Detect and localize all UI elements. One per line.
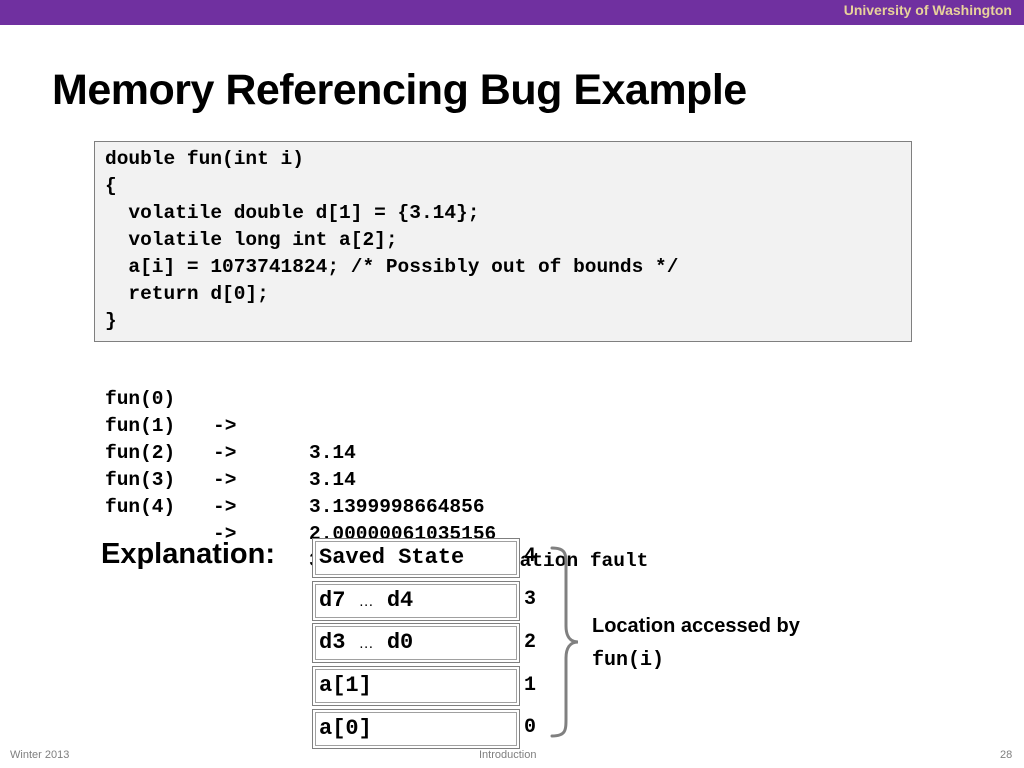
code-line: return d[0]; [105, 283, 269, 305]
memory-cell-label: Saved State [319, 545, 465, 570]
curly-brace-icon [550, 546, 579, 738]
output-arrow: -> [213, 496, 237, 518]
code-line: double fun(int i) [105, 148, 304, 170]
page-number: 28 [1000, 749, 1013, 761]
output-arrow: -> [213, 523, 237, 545]
memory-cell-d7-d4: d7 … d4 [312, 581, 520, 621]
output-arrow: -> [213, 469, 237, 491]
output-result: 3.1399998664856 [309, 496, 485, 518]
memory-cell-label: d3 … d0 [319, 630, 414, 655]
header-bar: University of Washington [0, 0, 1024, 25]
memory-cell-saved-state: Saved State [312, 538, 520, 578]
university-label: University of Washington [843, 2, 1012, 18]
output-arrow: -> [213, 442, 237, 464]
output-call: fun(0) [105, 388, 176, 410]
code-line: volatile long int a[2]; [105, 229, 398, 251]
output-call: fun(4) [105, 496, 176, 518]
memory-cell-d3-d0: d3 … d0 [312, 623, 520, 663]
code-block: double fun(int i) { volatile double d[1]… [94, 141, 912, 342]
output-call: fun(3) [105, 469, 176, 491]
output-result: 3.14 [309, 442, 356, 464]
code-line: { [105, 175, 117, 197]
output-call: fun(1) [105, 415, 176, 437]
memory-index: 4 [524, 545, 537, 568]
location-caption: Location accessed by [592, 615, 800, 637]
memory-index: 0 [524, 716, 537, 739]
explanation-label: Explanation: [101, 538, 276, 570]
output-call: fun(2) [105, 442, 176, 464]
output-arrow: -> [213, 415, 237, 437]
slide-title: Memory Referencing Bug Example [52, 66, 747, 114]
output-row: fun(1) -> 3.14 [105, 386, 356, 494]
output-result: 3.14 [309, 469, 356, 491]
memory-index: 2 [524, 631, 537, 654]
memory-cell-a0: a[0] [312, 709, 520, 749]
code-line: a[i] = 1073741824; /* Possibly out of bo… [105, 256, 679, 278]
location-code: fun(i) [592, 649, 665, 672]
footer-term: Winter 2013 [10, 749, 70, 761]
memory-cell-label: a[0] [319, 716, 372, 741]
memory-index: 3 [524, 588, 537, 611]
memory-cell-label: a[1] [319, 673, 372, 698]
output-row: fun(0) -> 3.14 [105, 359, 356, 467]
code-line: volatile double d[1] = {3.14}; [105, 202, 480, 224]
memory-index: 1 [524, 674, 537, 697]
footer-section: Introduction [479, 749, 537, 761]
memory-cell-label: d7 … d4 [319, 588, 414, 613]
memory-cell-a1: a[1] [312, 666, 520, 706]
output-row: fun(2) -> 3.1399998664856 [105, 413, 485, 521]
code-line: } [105, 310, 117, 332]
